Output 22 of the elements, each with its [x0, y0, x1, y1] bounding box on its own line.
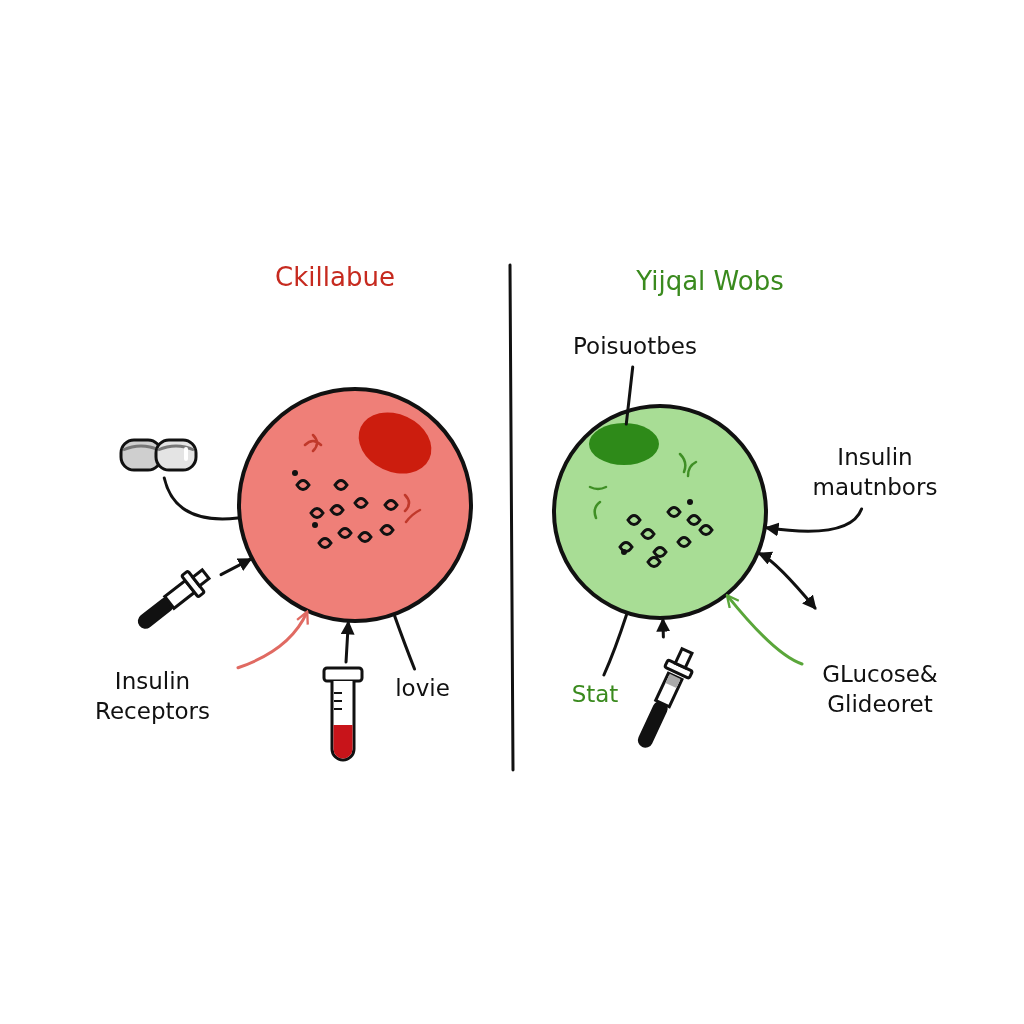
- arrow: [757, 552, 817, 610]
- cell-circle: [550, 402, 770, 622]
- arrow: [656, 617, 671, 639]
- connector-line: [393, 614, 417, 671]
- connector-line: [162, 476, 240, 521]
- connector-line: [602, 613, 628, 677]
- callout-label: lovie: [385, 672, 460, 706]
- panel-title: Ckillabue: [274, 262, 396, 292]
- arrow: [725, 594, 804, 666]
- callout-label: Insulin Receptors: [70, 662, 235, 732]
- connector-line: [624, 365, 635, 426]
- arrow: [340, 620, 355, 664]
- callout-label: Poisuotbes: [565, 330, 705, 364]
- arrow: [236, 610, 309, 670]
- arrow: [764, 507, 864, 537]
- cell-circle: [235, 385, 475, 625]
- panel-title: Yijqal Wobs: [635, 266, 785, 296]
- callout-label: GLucose& Glideoret: [805, 655, 955, 725]
- nucleus: [588, 422, 660, 466]
- callout-label: Stat: [560, 678, 630, 712]
- arrow: [219, 557, 253, 577]
- callout-label: Insulin mautnbors: [805, 440, 945, 506]
